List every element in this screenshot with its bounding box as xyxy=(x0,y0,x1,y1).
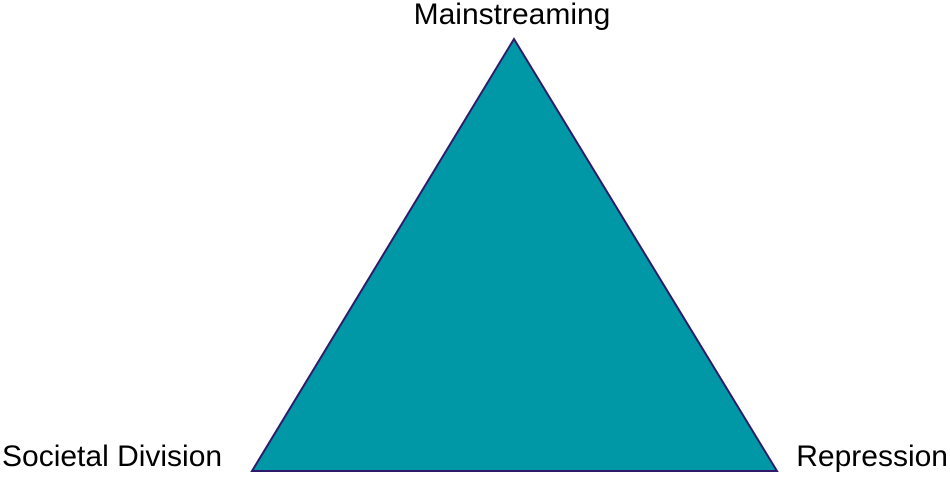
apex-label-top: Mainstreaming xyxy=(413,0,611,31)
triangle-shape xyxy=(250,37,779,472)
vertex-label-right: Repression xyxy=(796,440,948,473)
vertex-label-left: Societal Division xyxy=(2,440,223,473)
